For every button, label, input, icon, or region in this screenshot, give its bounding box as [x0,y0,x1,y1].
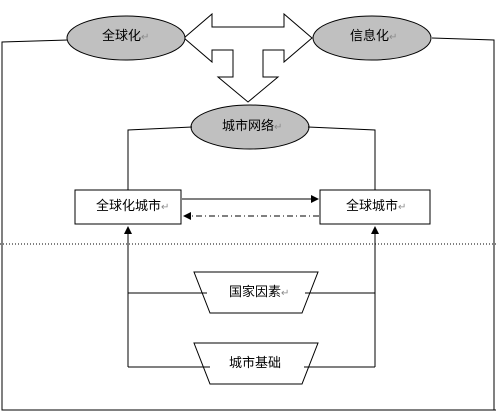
paragraph-mark: ↵ [389,32,398,43]
city-network-text: 城市网络 [222,119,275,134]
informatization-ellipse [312,15,432,61]
global-city-label: 全球城市↵ [346,199,406,216]
foundation-links [124,226,379,368]
globalizing-city-box [74,189,182,225]
city-foundation-shape [193,342,319,385]
paragraph-mark: ↵ [161,202,170,213]
global-city-text: 全球城市 [346,199,399,214]
globalization-ellipse [66,15,186,61]
double-arrow-connector [183,12,313,103]
paragraph-mark: ↵ [141,32,150,43]
globalization-text: 全球化 [102,29,142,44]
globalization-label: 全球化↵ [102,29,149,46]
national-factors-label: 国家因素↵ [229,285,289,302]
city-foundation-text: 城市基础 [229,356,282,371]
national-factors-text: 国家因素 [229,285,282,300]
city-network-label: 城市网络↵ [222,119,282,136]
paragraph-mark: ↵ [281,288,290,299]
informatization-label: 信息化↵ [350,29,397,46]
global-city-box [319,189,431,225]
informatization-text: 信息化 [350,29,390,44]
outer-frame [1,37,496,411]
globalizing-city-text: 全球化城市 [96,199,162,214]
globalizing-city-label: 全球化城市↵ [96,199,169,216]
city-foundation-label: 城市基础 [229,356,281,372]
network-links [127,126,376,190]
paragraph-mark: ↵ [274,122,283,133]
national-factors-shape [193,271,319,314]
paragraph-mark: ↵ [398,202,407,213]
